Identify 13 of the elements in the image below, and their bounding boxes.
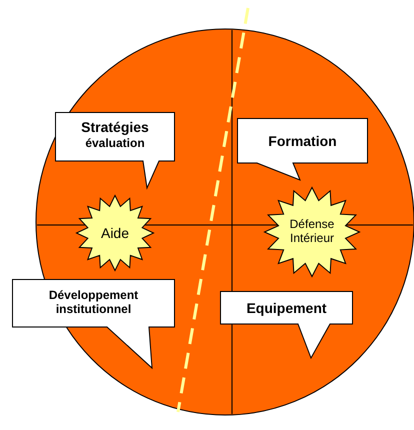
speech-bubble (220, 291, 353, 359)
speech-bubble (237, 118, 368, 181)
callout-text: Formation (267, 132, 338, 149)
callout-text: évaluation (84, 136, 146, 150)
starburst-label: Aide (100, 225, 130, 242)
callout-text: Equipement (245, 300, 328, 316)
speech-bubble (12, 279, 175, 369)
callout-text: Stratégies (80, 118, 150, 135)
starburst (76, 195, 154, 271)
callout-text: Développement institutionnel (48, 289, 140, 317)
speech-bubble (55, 112, 175, 190)
starburst-label: Défense Intérieur (288, 218, 336, 246)
starburst (264, 187, 360, 277)
